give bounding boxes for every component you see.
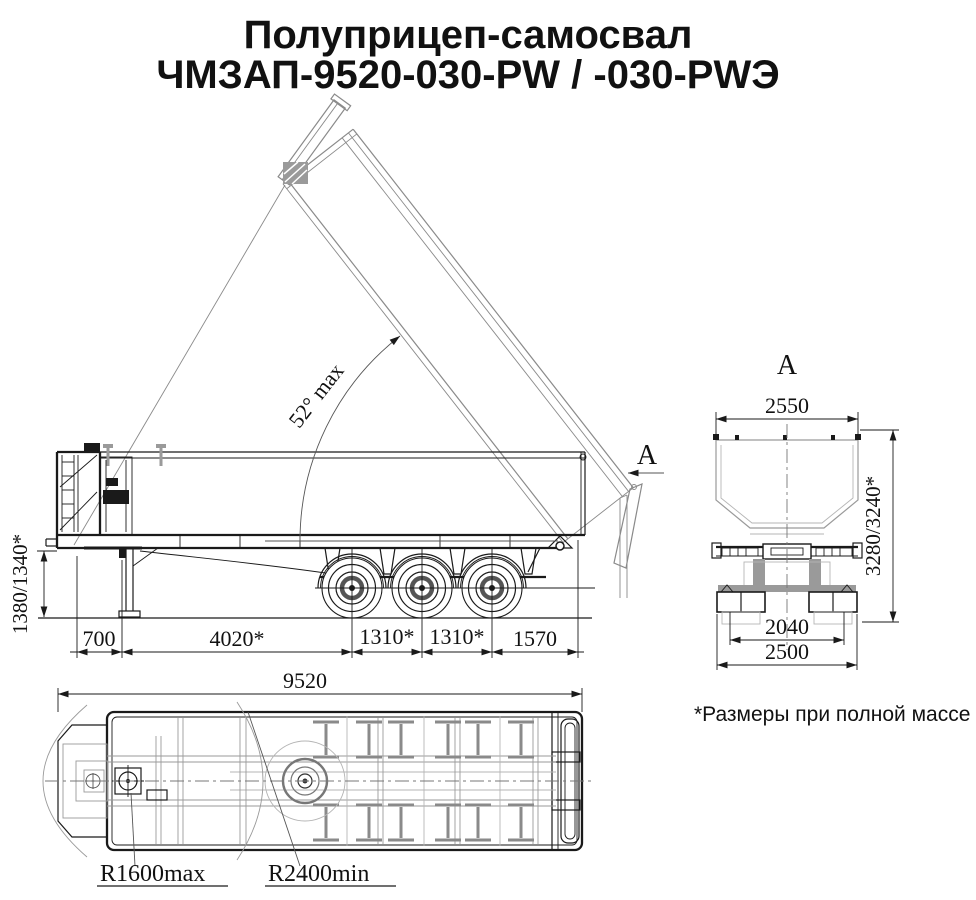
dim-2500-label: 2500 [765,639,809,664]
dim-1310-2: 1310* [430,624,485,649]
dim-2040-label: 2040 [765,614,809,639]
section-label-side: A [637,440,658,471]
dim-2550: 2550 [715,393,859,436]
plan-kingpin [83,736,168,844]
top-view: 9520 [42,668,592,887]
hydraulic-cylinder-icon [277,93,352,186]
section-arrow-side: A [628,440,664,477]
brake-line [139,550,333,575]
kingpin-landing-gear [84,546,159,618]
rear-view-label: A [777,350,798,381]
dim-height-label: 1380/1340* [8,534,32,634]
dim-3280-label: 3280/3240* [861,476,885,576]
dimension-chain-side: 700 4020* 1310* 1310* 1570 [70,540,584,658]
tip-angle-label: 52° max [283,358,348,432]
dim-height-side: 1380/1340* [8,534,57,634]
radius-labels: R1600max R2400min [97,711,396,887]
dim-1570: 1570 [513,626,557,651]
plan-wheel-row-bottom [313,803,534,842]
front-wall-ladder [55,443,166,548]
dim-700: 700 [83,626,116,651]
footnote: *Размеры при полной массе [694,703,970,726]
side-view: 52° max A 1380/1340* [8,93,664,658]
r1600-arc [42,704,88,858]
plan-wheel-row-top [313,720,534,759]
dim-2500: 2500 [716,614,858,670]
dim-9520-label: 9520 [283,668,327,693]
dim-2550-label: 2550 [765,393,809,418]
dim-4020: 4020* [210,626,265,651]
rear-chassis [711,542,863,625]
r2400-label: R2400min [268,861,369,887]
page-title-line1: Полуприцеп-самосвал [244,13,693,57]
wheels-side [315,553,595,619]
tipper-body-lowered [100,451,587,535]
rear-tipping-hinge [527,535,574,573]
tailgate-open [613,483,643,598]
r1600-label: R1600max [100,861,205,887]
title-block: Полуприцеп-самосвал ЧМЗАП-9520-030-PW / … [156,13,779,97]
r2400-arc [236,701,264,861]
rear-view: A [711,350,899,670]
dim-9520: 9520 [57,668,583,712]
dim-1310-1: 1310* [360,624,415,649]
dim-2040: 2040 [729,612,845,645]
tipper-body-raised [282,128,634,543]
dim-3280: 3280/3240* [860,429,899,623]
page-title-line2: ЧМЗАП-9520-030-PW / -030-PWЭ [156,53,779,97]
tip-angle-dimension: 52° max [265,333,558,542]
plan-wheels [313,720,534,842]
